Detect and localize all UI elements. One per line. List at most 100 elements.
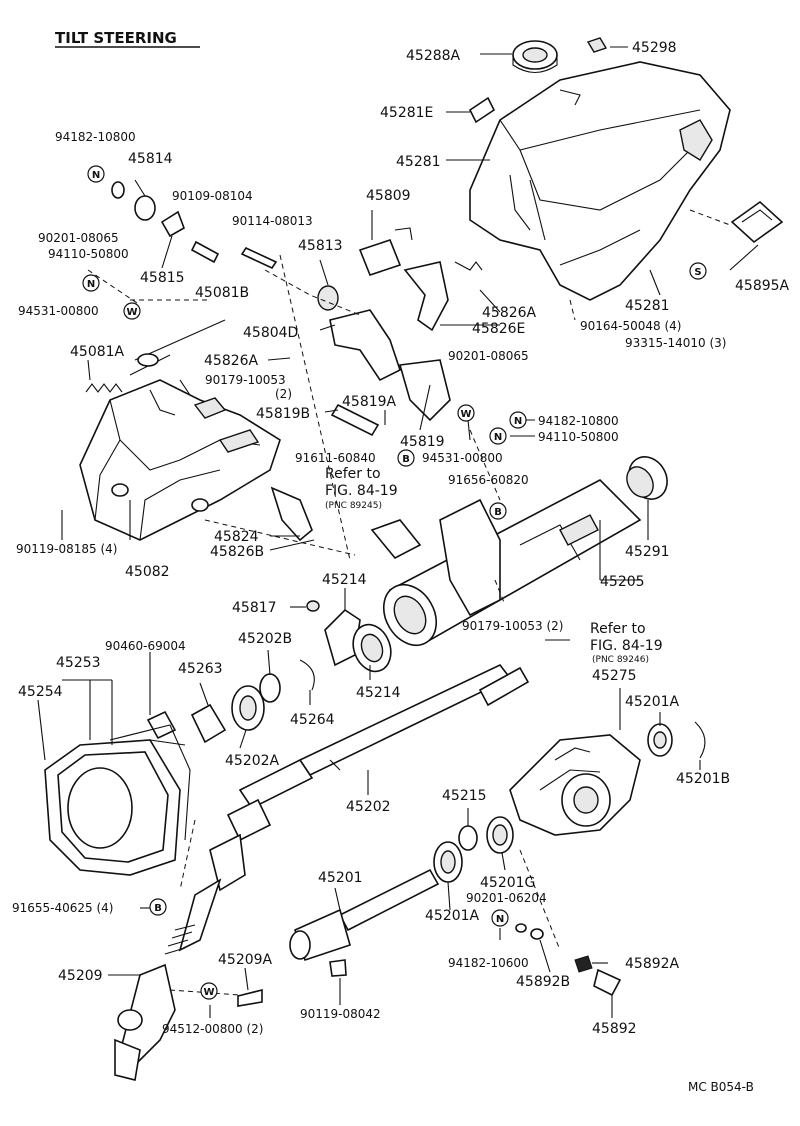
label-45081B: 45081B	[195, 285, 249, 301]
diagram-title: TILT STEERING	[55, 29, 177, 47]
bushing-45291	[626, 456, 668, 500]
label-90201-b: 90201-08065	[448, 349, 529, 363]
label-90114: 90114-08013	[232, 214, 313, 228]
label-refer-1: Refer to	[325, 466, 381, 482]
spring-45826A	[454, 261, 483, 271]
svg-text:W: W	[203, 987, 214, 998]
label-45214-b: 45214	[356, 685, 401, 701]
ring-45288A	[512, 40, 558, 74]
column-cover-45281	[469, 61, 731, 301]
svg-text:N: N	[496, 914, 504, 925]
symbol-B-1: B	[397, 449, 415, 467]
pin-45819B	[330, 403, 380, 437]
bearing-45201G	[486, 816, 514, 854]
label-45082: 45082	[125, 564, 170, 580]
washer-90201	[111, 181, 125, 199]
label-45281-upper: 45281	[396, 154, 441, 170]
symbol-N-5: N	[491, 909, 509, 927]
shaft-45202	[298, 664, 530, 777]
clip-45298	[586, 37, 608, 53]
label-45826A-2: 45826A	[204, 353, 259, 369]
bearing-45201A-lower	[433, 841, 463, 883]
label-45895A: 45895A	[735, 278, 790, 294]
ring-45215	[458, 825, 478, 851]
label-45264: 45264	[290, 712, 335, 728]
column-tube-45205	[382, 479, 642, 646]
bolt-90114	[240, 246, 278, 270]
lever-45826E	[403, 261, 449, 332]
label-45215: 45215	[442, 788, 487, 804]
label-45275: 45275	[592, 668, 637, 684]
bolt-90109	[190, 240, 220, 264]
label-45819A: 45819A	[342, 394, 397, 410]
label-91656: 91656-60820	[448, 473, 529, 487]
label-45892A: 45892A	[625, 956, 680, 972]
label-pnc-1: (PNC 89245)	[325, 501, 382, 511]
label-94110-b: 94110-50800	[538, 430, 619, 444]
plate-45895A	[730, 200, 784, 244]
label-94512: 94512-00800 (2)	[162, 1022, 264, 1036]
label-45826B: 45826B	[210, 544, 264, 560]
yoke-45214	[324, 608, 392, 673]
lock-45809	[358, 227, 413, 276]
shaft-45201	[289, 868, 440, 962]
spacer-45263	[190, 703, 227, 744]
label-45281-lower: 45281	[625, 298, 670, 314]
label-45201B: 45201B	[676, 771, 730, 787]
svg-text:B: B	[402, 454, 410, 465]
label-45209A: 45209A	[218, 952, 273, 968]
label-45814: 45814	[128, 151, 173, 167]
label-90201-a: 90201-08065	[38, 231, 119, 245]
joint-45209	[114, 963, 176, 1081]
label-45826E: 45826E	[472, 321, 525, 337]
label-45824: 45824	[214, 529, 259, 545]
label-45819B: 45819B	[256, 406, 310, 422]
washer-45892B	[530, 928, 544, 940]
label-pnc-2: (PNC 89246)	[592, 655, 649, 665]
symbol-S-1: S	[689, 262, 707, 280]
washer-90201-06204	[515, 923, 527, 933]
label-45817: 45817	[232, 600, 277, 616]
svg-text:B: B	[494, 507, 502, 518]
label-45809: 45809	[366, 188, 411, 204]
label-45298: 45298	[632, 40, 677, 56]
label-45202B: 45202B	[238, 631, 292, 647]
label-45202: 45202	[346, 799, 391, 815]
label-45815: 45815	[140, 270, 185, 286]
bolt-45209A	[237, 988, 263, 1007]
label-91655: 91655-40625 (4)	[12, 901, 114, 915]
label-45892: 45892	[592, 1021, 637, 1037]
bracket-45824	[270, 486, 313, 542]
label-45209: 45209	[58, 968, 103, 984]
label-45819: 45819	[400, 434, 445, 450]
label-45205: 45205	[600, 574, 645, 590]
label-93315: 93315-14010 (3)	[625, 336, 727, 350]
label-45214-a: 45214	[322, 572, 367, 588]
label-45201A-1: 45201A	[625, 694, 680, 710]
label-fig-1: FIG. 84-19	[325, 483, 398, 499]
svg-text:B: B	[154, 903, 162, 914]
svg-text:N: N	[87, 279, 95, 290]
label-45291: 45291	[625, 544, 670, 560]
symbol-W-2: W	[457, 404, 475, 422]
svg-text:N: N	[92, 170, 100, 181]
intermediate-shaft	[164, 758, 314, 955]
label-45081A: 45081A	[70, 344, 125, 360]
label-fig-2: FIG. 84-19	[590, 638, 663, 654]
label-94182-c: 94182-10600	[448, 956, 529, 970]
symbol-N-2: N	[82, 274, 100, 292]
symbol-N-1: N	[87, 165, 105, 183]
label-94531-b: 94531-00800	[422, 451, 503, 465]
label-45253: 45253	[56, 655, 101, 671]
snap-ring-45201B	[694, 721, 706, 759]
label-45804D: 45804D	[243, 325, 298, 341]
label-90201-c: 90201-06204	[466, 891, 547, 905]
label-90179-a: 90179-10053	[205, 373, 286, 387]
bracket-45819	[398, 359, 451, 422]
lever-45815	[160, 210, 185, 238]
symbol-W-3: W	[200, 982, 218, 1000]
clamp-90460	[146, 710, 177, 740]
footer-code: MC B054-B	[688, 1080, 754, 1094]
symbol-N-4: N	[489, 427, 507, 445]
